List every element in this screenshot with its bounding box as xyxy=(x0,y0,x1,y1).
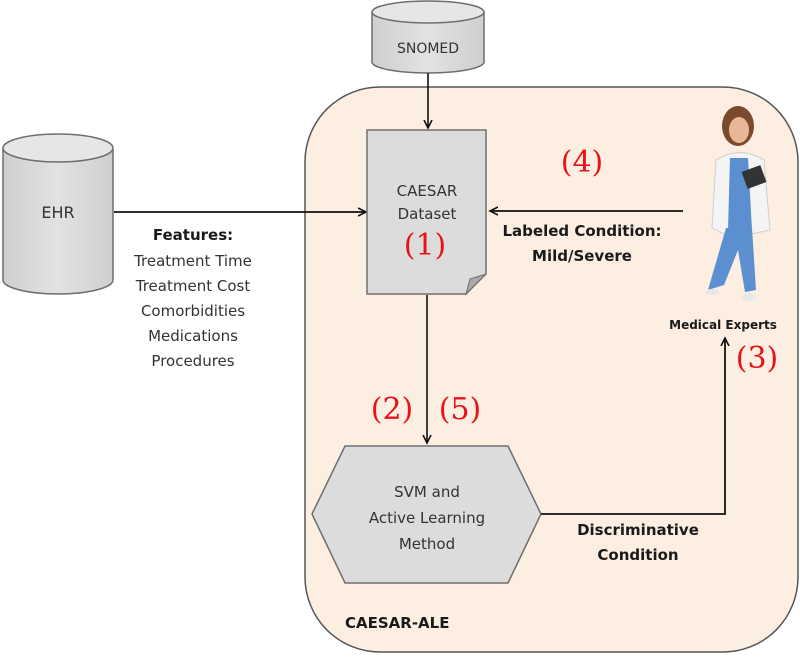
discriminative-condition-line2: Condition xyxy=(597,546,678,564)
medical-expert-figure-icon xyxy=(705,106,771,301)
features-list: Features: Treatment Time Treatment Cost … xyxy=(133,226,252,370)
feature-item: Procedures xyxy=(151,352,234,370)
svm-label-line2: Active Learning xyxy=(369,509,485,527)
snomed-database: SNOMED xyxy=(371,0,485,74)
svm-active-learning-method: SVM and Active Learning Method xyxy=(311,445,542,584)
medical-experts-label: Medical Experts xyxy=(669,318,777,332)
caesar-dataset-document: CAESAR Dataset (1) xyxy=(366,129,487,296)
step-3-label: (3) xyxy=(736,341,779,376)
step-4-label: (4) xyxy=(561,145,604,180)
step-5-label: (5) xyxy=(439,392,482,427)
snomed-label: SNOMED xyxy=(397,41,459,57)
features-title: Features: xyxy=(153,226,233,244)
dataset-label-line2: Dataset xyxy=(398,205,457,223)
feature-item: Treatment Time xyxy=(133,252,252,270)
discriminative-condition-line1: Discriminative xyxy=(577,521,699,539)
container-label: CAESAR-ALE xyxy=(345,614,449,632)
feature-item: Comorbidities xyxy=(141,302,245,320)
ehr-label: EHR xyxy=(41,203,74,222)
feature-item: Medications xyxy=(148,327,238,345)
svm-label-line3: Method xyxy=(399,535,455,553)
dataset-label-line1: CAESAR xyxy=(397,182,458,200)
ehr-database: EHR xyxy=(2,133,114,295)
feature-item: Treatment Cost xyxy=(135,277,251,295)
step-1-label: (1) xyxy=(404,228,447,263)
labeled-condition-line2: Mild/Severe xyxy=(532,247,632,265)
labeled-condition-line1: Labeled Condition: xyxy=(502,222,661,240)
step-2-label: (2) xyxy=(371,392,414,427)
svm-label-line1: SVM and xyxy=(394,483,460,501)
svm-to-experts-arrow xyxy=(541,338,725,515)
